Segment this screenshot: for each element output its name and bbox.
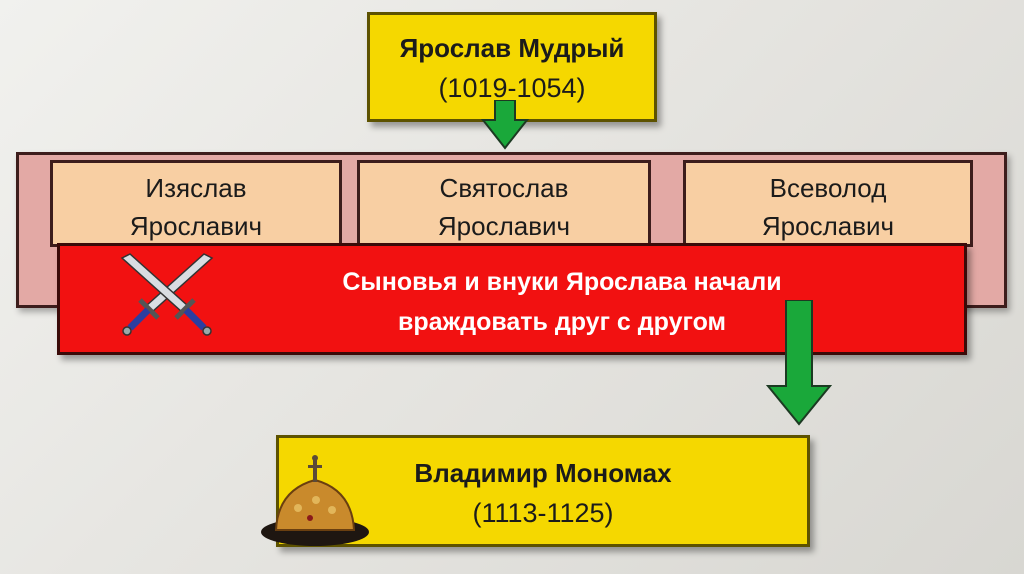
- son-first-name: Изяслав: [53, 169, 339, 207]
- son-box-svyatoslav: Святослав Ярославич: [357, 160, 651, 247]
- son-first-name: Всеволод: [686, 169, 970, 207]
- crossed-swords-icon: [112, 250, 222, 340]
- son-patronymic: Ярославич: [360, 207, 648, 245]
- son-box-vsevolod: Всеволод Ярославич: [683, 160, 973, 247]
- son-patronymic: Ярославич: [686, 207, 970, 245]
- down-arrow-icon: [481, 100, 529, 150]
- ruler-name: Ярослав Мудрый: [370, 33, 654, 64]
- monomakh-cap-icon: [258, 448, 373, 548]
- son-box-izyaslav: Изяслав Ярославич: [50, 160, 342, 247]
- feud-text-line1: Сыновья и внуки Ярослава начали: [180, 268, 944, 297]
- down-arrow-icon: [766, 300, 832, 426]
- son-first-name: Святослав: [360, 169, 648, 207]
- son-patronymic: Ярославич: [53, 207, 339, 245]
